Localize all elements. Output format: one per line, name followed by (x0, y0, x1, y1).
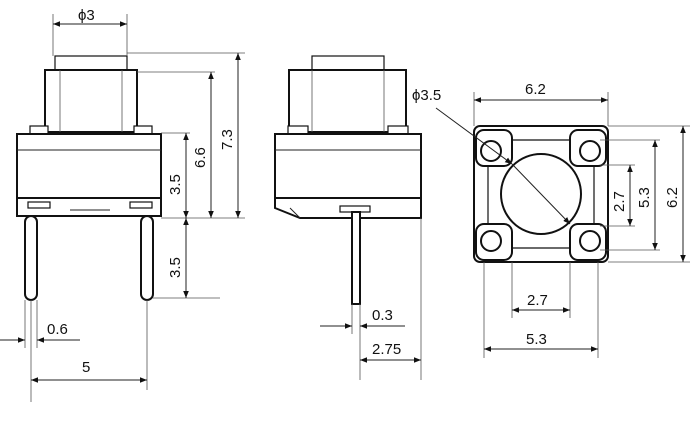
top-hole-br (579, 230, 601, 252)
side-view: 0.3 2.75 (274, 55, 422, 380)
front-base (16, 197, 162, 217)
front-plunger-cap (54, 55, 128, 71)
label-2-7-bot: 2.7 (527, 292, 548, 309)
label-6-6: 6.6 (192, 147, 209, 168)
label-0-3: 0.3 (372, 307, 393, 324)
top-hole-bl (480, 230, 502, 252)
label-6-2-top: 6.2 (525, 81, 546, 98)
label-2-7-right: 2.7 (611, 191, 628, 212)
label-5-3-bot: 5.3 (526, 331, 547, 348)
front-body (16, 133, 162, 199)
side-body (274, 133, 422, 199)
label-2-75: 2.75 (372, 341, 401, 358)
front-view: ϕ3 7.3 6.6 3.5 3.5 0.6 5 (0, 7, 245, 402)
label-6-2-right: 6.2 (664, 187, 681, 208)
label-7-3: 7.3 (219, 129, 236, 150)
label-5: 5 (82, 359, 90, 376)
side-plunger-base (288, 69, 407, 133)
front-plunger-base (44, 69, 138, 133)
side-plunger-cap (311, 55, 385, 71)
top-hole-tl (480, 140, 502, 162)
label-5-3-right: 5.3 (636, 187, 653, 208)
label-3-5-bot: 3.5 (167, 257, 184, 278)
label-phi3: ϕ3 (78, 7, 95, 24)
side-pin (351, 211, 361, 305)
top-hole-tr (579, 140, 601, 162)
front-pin-left (24, 215, 38, 301)
label-0-6: 0.6 (47, 321, 68, 338)
top-view: ϕ3.5 6.2 2.7 5.3 6.2 2.7 5.3 (412, 81, 690, 358)
label-3-5-top: 3.5 (167, 174, 184, 195)
label-phi3-5: ϕ3.5 (412, 87, 441, 104)
front-pin-right (140, 215, 154, 301)
